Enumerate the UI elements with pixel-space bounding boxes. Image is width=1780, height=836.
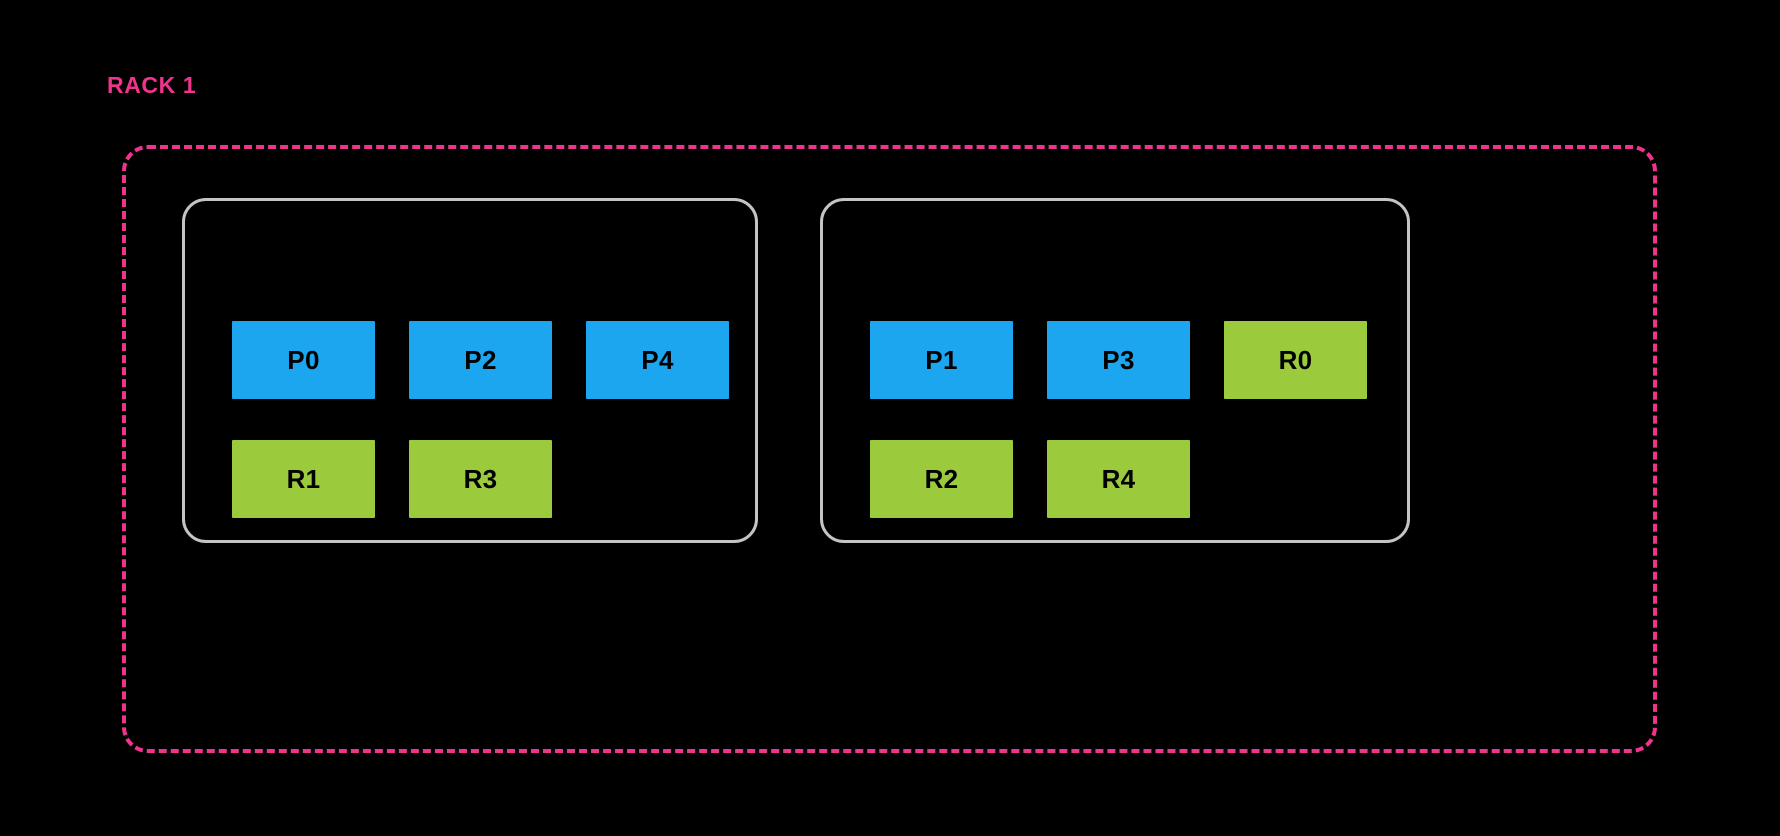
chip-r4[interactable]: R4 [1047,440,1190,518]
chip-p3[interactable]: P3 [1047,321,1190,399]
chip-r2[interactable]: R2 [870,440,1013,518]
chip-grid-right: P1 P3 R0 R2 R4 [870,321,1367,518]
chip-r3[interactable]: R3 [409,440,552,518]
chip-r0[interactable]: R0 [1224,321,1367,399]
chip-row-right-1: R2 R4 [870,440,1367,518]
chip-row-right-0: P1 P3 R0 [870,321,1367,399]
chip-p0[interactable]: P0 [232,321,375,399]
chip-row-left-1: R1 R3 [232,440,729,518]
rack-boundary [122,145,1657,753]
server-box-left: P0 P2 P4 R1 R3 [182,198,758,543]
chip-slot-empty-right [1224,440,1367,518]
rack-label: RACK 1 [107,72,197,98]
chip-p4[interactable]: P4 [586,321,729,399]
chip-row-left-0: P0 P2 P4 [232,321,729,399]
chip-p2[interactable]: P2 [409,321,552,399]
chip-grid-left: P0 P2 P4 R1 R3 [232,321,729,518]
chip-r1[interactable]: R1 [232,440,375,518]
server-box-right: P1 P3 R0 R2 R4 [820,198,1410,543]
chip-p1[interactable]: P1 [870,321,1013,399]
chip-slot-empty-left [586,440,729,518]
